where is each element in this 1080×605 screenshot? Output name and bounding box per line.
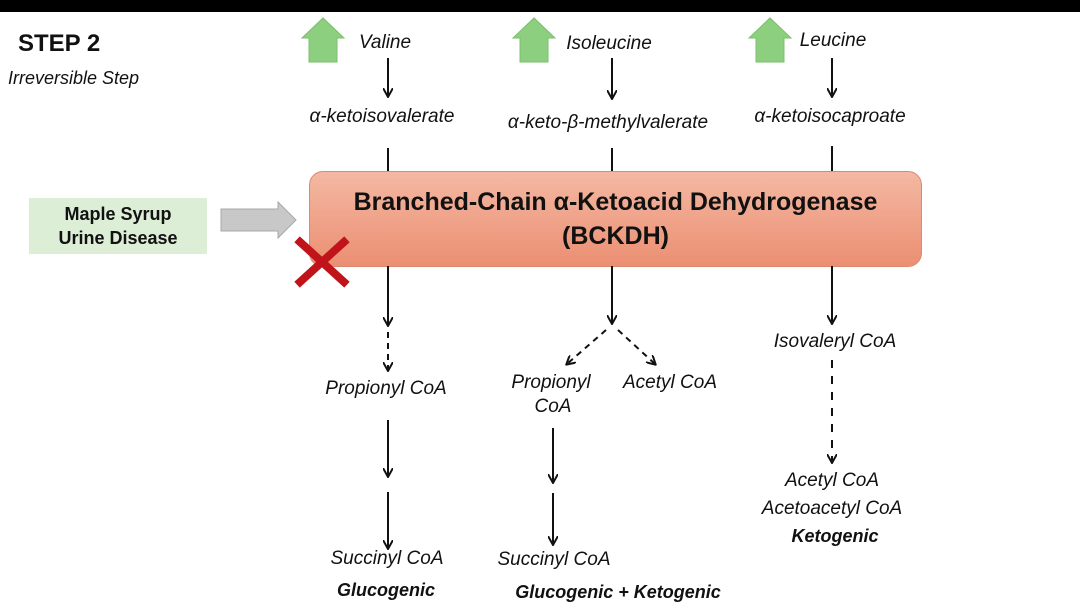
amino-acid-valine: Valine <box>358 32 412 53</box>
product-isoleucine-acetyl: Acetyl CoA <box>623 372 717 393</box>
up-arrow-icon <box>300 17 346 63</box>
class-leucine: Ketogenic <box>791 526 879 546</box>
ketoacid-leucine: α-ketoisocaproate <box>754 106 906 127</box>
dash-isoleucine-left <box>567 329 607 364</box>
step-title: STEP 2 <box>18 30 101 57</box>
final-valine: Succinyl CoA <box>330 548 444 569</box>
final-isoleucine: Succinyl CoA <box>497 549 611 570</box>
class-valine: Glucogenic <box>336 580 436 600</box>
up-arrow-icon <box>511 17 557 63</box>
amino-acid-isoleucine: Isoleucine <box>566 33 652 54</box>
disease-line-1: Maple Syrup <box>64 204 172 224</box>
enzyme-abbrev: (BCKDH) <box>562 222 669 250</box>
step-subtitle: Irreversible Step <box>8 68 140 88</box>
disease-box: Maple Syrup Urine Disease <box>29 198 207 254</box>
class-isoleucine: Glucogenic + Ketogenic <box>515 582 721 602</box>
product-leucine: Isovaleryl CoA <box>773 331 897 352</box>
block-x-icon <box>294 236 350 288</box>
ketoacid-valine: α-ketoisovalerate <box>309 106 455 127</box>
enzyme-name: Branched-Chain α-Ketoacid Dehydrogenase <box>353 188 878 216</box>
gray-arrow-icon <box>220 200 297 240</box>
dash-isoleucine-right <box>617 329 655 364</box>
product-isoleucine-coa: CoA <box>534 396 572 417</box>
up-arrow-icon <box>747 17 793 63</box>
amino-acid-leucine: Leucine <box>799 30 867 51</box>
ketoacid-isoleucine: α-keto-β-methylvalerate <box>507 112 709 133</box>
final-leucine-acetoacetyl: Acetoacetyl CoA <box>761 498 903 519</box>
product-isoleucine-propionyl: Propionyl <box>511 372 591 393</box>
top-bar <box>0 0 1080 12</box>
final-leucine-acetyl: Acetyl CoA <box>785 470 879 491</box>
enzyme-box: Branched-Chain α-Ketoacid Dehydrogenase … <box>309 171 922 267</box>
product-valine: Propionyl CoA <box>325 378 447 399</box>
disease-line-2: Urine Disease <box>58 228 178 248</box>
